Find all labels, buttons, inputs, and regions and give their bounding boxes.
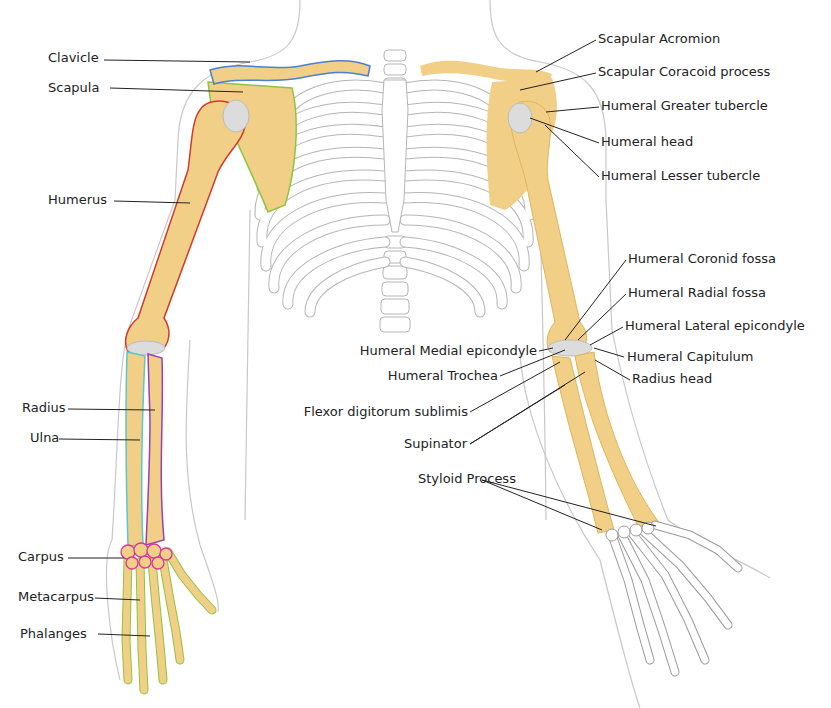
part-label: Humeral Trochea — [388, 368, 498, 384]
leader-line — [482, 480, 656, 526]
leader-line — [68, 558, 124, 559]
body-outline — [245, 210, 250, 520]
leader-line — [536, 40, 596, 72]
part-label: Humerus — [48, 192, 107, 208]
hand-bones — [126, 552, 212, 690]
part-label: Humeral head — [601, 134, 693, 150]
part-label: Humeral Medial epicondyle — [360, 343, 537, 359]
radius — [146, 354, 164, 545]
part-label: Humeral Lesser tubercle — [601, 168, 760, 184]
leader-line — [98, 634, 150, 636]
part-label: Scapular Coracoid process — [598, 64, 770, 80]
leader-line — [590, 327, 623, 345]
clavicle — [210, 61, 370, 84]
part-label: Humeral Lateral epicondyle — [625, 318, 805, 334]
leader-line — [594, 348, 624, 357]
leader-line — [545, 125, 599, 177]
carpal-bone — [147, 544, 161, 558]
part-label: Clavicle — [48, 50, 99, 66]
leader-line — [530, 118, 599, 143]
vertebra — [380, 317, 410, 332]
sternum — [382, 80, 408, 232]
part-label: Supinator — [404, 436, 467, 452]
leader-line — [595, 360, 630, 380]
part-label: Phalanges — [20, 626, 87, 642]
carpal-bone — [618, 526, 630, 538]
carpal-bone — [606, 529, 618, 541]
part-label: Ulna — [30, 430, 59, 446]
leader-line — [546, 107, 599, 112]
part-label: Humeral Capitulum — [627, 349, 754, 365]
part-label: Scapula — [48, 80, 99, 96]
vertebra — [382, 282, 408, 296]
clavicle — [420, 61, 552, 86]
humerus — [510, 101, 586, 352]
leader-line — [110, 88, 243, 92]
humeral-head — [223, 100, 249, 132]
humerus — [126, 101, 246, 352]
hand-bones — [612, 525, 738, 672]
part-label: Radius — [22, 400, 66, 416]
leader-line — [114, 201, 190, 203]
part-label: Humeral Coronid fossa — [628, 251, 776, 267]
body-outline — [107, 0, 300, 680]
part-label: Scapular Acromion — [598, 31, 720, 47]
part-label: Metacarpus — [18, 589, 94, 605]
carpal-bone — [152, 557, 164, 569]
body-outline — [520, 355, 640, 708]
carpal-bone — [126, 557, 138, 569]
leader-line — [520, 73, 596, 90]
part-label: Styloid Process — [418, 471, 516, 487]
vertebra — [381, 299, 409, 314]
humeral-head — [508, 103, 532, 133]
vertebra — [384, 64, 406, 75]
carpal-bone — [134, 543, 148, 557]
part-label: Carpus — [18, 549, 64, 565]
hand-bones — [612, 525, 738, 672]
leader-line — [482, 480, 602, 530]
vertebra — [383, 266, 407, 279]
ulna — [126, 352, 145, 546]
leader-line — [578, 294, 626, 340]
carpal-bone — [139, 556, 151, 568]
part-label: Flexor digitorum sublimis — [304, 404, 468, 420]
vertebra — [384, 50, 406, 61]
part-label: Humeral Radial fossa — [628, 285, 766, 301]
part-label: Radius head — [632, 371, 712, 387]
leader-line — [565, 260, 626, 340]
part-label: Humeral Greater tubercle — [601, 98, 768, 114]
hand-bones — [126, 552, 212, 690]
leader-line — [104, 60, 250, 62]
body-outline — [186, 340, 218, 612]
leader-line — [68, 409, 155, 410]
carpal-bone — [630, 524, 642, 536]
leader-line — [95, 598, 140, 600]
leader-line — [59, 439, 140, 440]
leader-line — [539, 348, 553, 351]
